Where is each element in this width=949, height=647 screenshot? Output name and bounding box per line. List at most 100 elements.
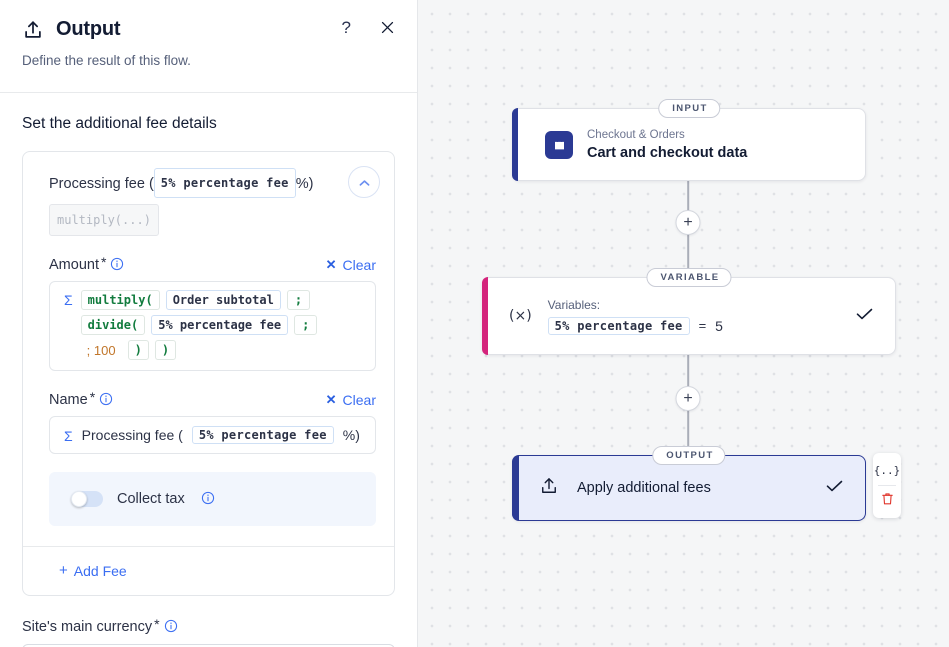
panel-header: Output Define the result of this flow. ?	[0, 0, 417, 93]
fee-summary: Processing fee (5% percentage fee%) mult…	[49, 168, 376, 236]
name-formula-input[interactable]: Σ Processing fee ( 5% percentage fee%)	[49, 416, 376, 454]
code-braces-icon: {..}	[873, 463, 901, 477]
toolbar-divider	[878, 485, 896, 486]
formula-token-raw: ; 100	[86, 342, 116, 358]
variable-name-chip[interactable]: 5% percentage fee	[547, 316, 690, 335]
formula-token-fn: )	[154, 340, 177, 360]
fee-summary-suffix: %)	[295, 176, 314, 192]
info-icon[interactable]	[162, 619, 178, 635]
delete-node-button[interactable]	[873, 486, 901, 516]
page-title: Output	[56, 18, 121, 40]
upload-icon	[22, 19, 44, 41]
output-node-check-icon	[826, 479, 843, 497]
fee-summary-variable-chip[interactable]: 5% percentage fee	[153, 168, 296, 198]
flow-canvas[interactable]: INPUT Checkout & Orders Cart and checkou…	[418, 0, 949, 647]
add-step-button-2[interactable]: +	[675, 386, 701, 411]
add-fee-label: Add Fee	[73, 562, 127, 579]
header-actions: ?	[337, 16, 399, 39]
shopping-bag-icon	[545, 130, 573, 159]
add-fee-button[interactable]: + Add Fee	[59, 562, 127, 579]
formula-token-fn: multiply(	[80, 290, 160, 310]
name-label-row: Name * ✕ Cl	[49, 389, 376, 408]
sigma-icon: Σ	[64, 428, 73, 444]
name-prefix: Processing fee (	[81, 427, 183, 443]
section-title: Set the additional fee details	[22, 115, 217, 132]
collect-tax-row: Collect tax	[49, 472, 376, 526]
input-node-kicker: Checkout & Orders	[587, 129, 685, 141]
formula-token-fn: )	[127, 340, 149, 360]
name-label-text: Name	[49, 392, 88, 408]
variable-node-check-icon	[856, 307, 873, 325]
currency-block: Site's main currency * USD ($)	[22, 616, 395, 647]
variable-assignment-row: 5% percentage fee = 5	[547, 316, 723, 335]
trash-icon	[881, 492, 894, 511]
input-node-texts: Checkout & Orders Cart and checkout data	[587, 128, 747, 161]
amount-formula-input[interactable]: Σ multiply(Order subtotal; divide(5% perc…	[49, 281, 376, 371]
amount-label-row: Amount * ✕	[49, 254, 376, 273]
node-accent-bar	[512, 455, 519, 521]
chevron-up-icon	[359, 175, 370, 190]
formula-token-sep: ;	[286, 290, 311, 310]
panel-title-row: Output	[22, 18, 395, 41]
output-settings-panel: Output Define the result of this flow. ?…	[0, 0, 418, 647]
variable-value: 5	[715, 317, 723, 334]
amount-clear-button[interactable]: ✕ Clear	[326, 257, 376, 273]
name-clear-label: Clear	[342, 391, 376, 408]
node-badge-input: INPUT	[658, 99, 720, 118]
view-code-button[interactable]: {..}	[873, 455, 901, 485]
collect-tax-label: Collect tax	[117, 491, 185, 507]
panel-subtitle: Define the result of this flow.	[22, 53, 191, 68]
flow-node-input[interactable]: INPUT Checkout & Orders Cart and checkou…	[512, 99, 866, 181]
formula-token-list: multiply(Order subtotal; divide(5% percen…	[80, 290, 349, 360]
input-node-title: Cart and checkout data	[587, 145, 748, 161]
collapse-fee-button[interactable]	[348, 166, 380, 198]
required-asterisk: *	[100, 254, 107, 270]
required-asterisk: *	[154, 616, 160, 632]
formula-token-sep: ;	[294, 315, 318, 335]
add-fee-row: + Add Fee	[23, 546, 394, 595]
variable-node-body: Variables: 5% percentage fee = 5	[547, 297, 723, 335]
sigma-icon: Σ	[64, 292, 73, 308]
collect-tax-toggle[interactable]	[71, 491, 103, 507]
panel-body: Set the additional fee details Processin…	[0, 93, 417, 647]
output-node-title: Apply additional fees	[577, 480, 711, 496]
flow-node-output[interactable]: OUTPUT Apply additional fees	[512, 446, 866, 521]
fee-card-inner: Processing fee (5% percentage fee%) mult…	[23, 152, 394, 546]
close-icon: ✕	[325, 256, 337, 272]
name-suffix: %)	[342, 427, 360, 443]
name-label: Name *	[49, 389, 113, 408]
node-toolbar: {..}	[873, 453, 901, 518]
node-badge-variable: VARIABLE	[646, 268, 732, 287]
close-button[interactable]	[376, 16, 399, 39]
required-asterisk: *	[89, 389, 96, 405]
plus-icon: +	[59, 562, 68, 579]
info-icon[interactable]	[199, 490, 215, 508]
node-accent-bar	[482, 277, 488, 355]
formula-token-var[interactable]: Order subtotal	[165, 290, 281, 310]
currency-label: Site's main currency *	[22, 616, 395, 635]
amount-label: Amount *	[49, 254, 124, 273]
info-icon[interactable]	[108, 257, 124, 273]
currency-label-text: Site's main currency	[22, 619, 153, 635]
info-icon[interactable]	[97, 392, 113, 408]
node-accent-bar	[512, 108, 518, 181]
name-clear-button[interactable]: ✕ Clear	[326, 392, 376, 408]
flow-node-variable[interactable]: VARIABLE (×) Variables: 5% percentage fe…	[482, 268, 896, 355]
formula-token-fn: divide(	[80, 315, 146, 335]
variables-label: Variables:	[547, 297, 601, 312]
close-icon: ✕	[325, 391, 337, 407]
formula-token-var[interactable]: 5% percentage fee	[151, 315, 289, 335]
upload-icon	[539, 476, 559, 501]
collapsed-formula-chip: multiply(...)	[49, 204, 159, 236]
equals-sign: =	[698, 318, 707, 333]
add-step-button-1[interactable]: +	[675, 210, 701, 235]
name-variable-chip[interactable]: 5% percentage fee	[191, 426, 334, 444]
fee-summary-prefix: Processing fee (	[49, 176, 154, 192]
node-badge-output: OUTPUT	[652, 446, 726, 465]
toggle-knob	[71, 491, 87, 507]
amount-clear-label: Clear	[342, 256, 376, 273]
help-button[interactable]: ?	[337, 16, 356, 39]
amount-label-text: Amount	[49, 257, 99, 273]
fee-card: Processing fee (5% percentage fee%) mult…	[22, 151, 395, 596]
